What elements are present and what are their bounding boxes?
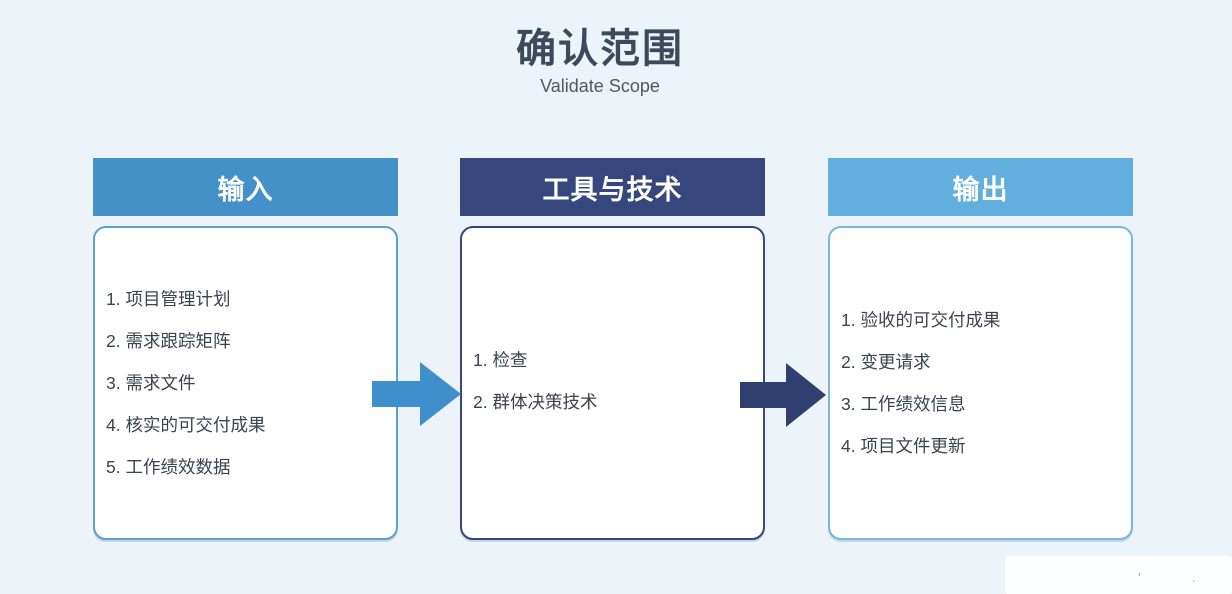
list-item: 5. 工作绩效数据 (106, 457, 231, 477)
list-item: 4. 核实的可交付成果 (106, 415, 266, 435)
list-item: 4. 项目文件更新 (841, 436, 966, 456)
footer-artifact-marks: ’ . . (1138, 570, 1232, 585)
page-subtitle: Validate Scope (540, 76, 660, 96)
list-item: 3. 需求文件 (106, 373, 196, 393)
column-body-inputs: 1. 项目管理计划 2. 需求跟踪矩阵 3. 需求文件 4. 核实的可交付成果 5. 工… (93, 226, 398, 540)
column-header-outputs: 输出 (828, 158, 1133, 216)
column-tools: 工具与技术 1. 检查 2. 群体决策技术 (460, 158, 765, 540)
list-item: 1. 检查 (473, 350, 528, 370)
column-header-outputs-label: 输出 (952, 174, 1009, 205)
footer-patch (1005, 556, 1232, 594)
column-header-tools-label: 工具与技术 (542, 174, 683, 205)
column-header-inputs: 输入 (93, 158, 398, 216)
list-item: 2. 变更请求 (841, 352, 931, 372)
column-header-inputs-label: 输入 (217, 174, 274, 205)
column-body-tools: 1. 检查 2. 群体决策技术 (460, 226, 765, 540)
column-body-outputs: 1. 验收的可交付成果 2. 变更请求 3. 工作绩效信息 4. 项目文件更新 (828, 226, 1133, 540)
list-item: 2. 需求跟踪矩阵 (106, 331, 231, 351)
column-inputs: 输入 1. 项目管理计划 2. 需求跟踪矩阵 3. 需求文件 4. 核实的可交付成果 5… (93, 158, 398, 540)
list-item: 1. 验收的可交付成果 (841, 310, 1001, 330)
list-item: 1. 项目管理计划 (106, 289, 231, 309)
column-header-tools: 工具与技术 (460, 158, 765, 216)
list-item: 2. 群体决策技术 (473, 392, 598, 412)
right-arrow-icon (372, 362, 461, 426)
right-arrow-icon (740, 363, 826, 427)
list-item: 3. 工作绩效信息 (841, 394, 966, 414)
column-outputs: 输出 1. 验收的可交付成果 2. 变更请求 3. 工作绩效信息 4. 项目文件更新 (828, 158, 1133, 540)
page-title: 确认范围 (516, 27, 684, 71)
